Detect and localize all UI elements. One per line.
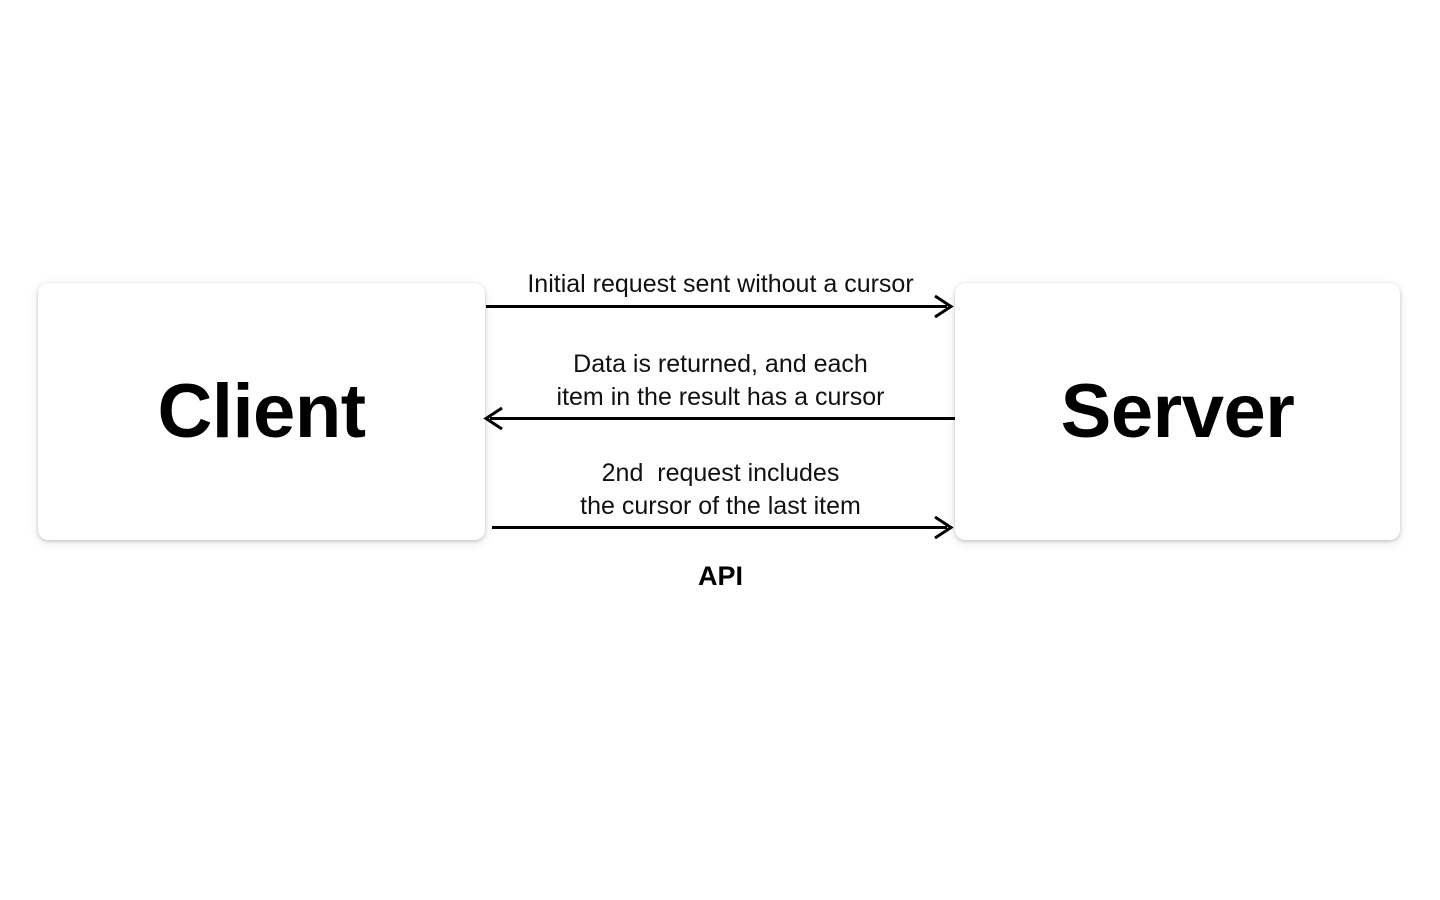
message-label-3-line-2: the cursor of the last item [580,491,861,520]
message-label-1: Initial request sent without a cursor [527,270,914,298]
actor-label-server: Server [1060,368,1295,454]
arrowhead-left-icon [483,406,503,431]
actor-box-client[interactable]: Client [38,283,485,540]
message-arrow-3[interactable] [492,515,954,540]
message-label-3-line-1: 2nd request includes [601,459,840,487]
message-arrow-1[interactable] [486,294,954,319]
message-label-2: Data is returned, and each item in the re… [486,348,955,413]
diagram-caption-api: API [697,561,743,591]
actor-box-server[interactable]: Server [955,283,1400,540]
message-label-3: 2nd request includes the cursor of the la… [486,457,955,522]
message-label-2-line-1: Data is returned, and each [573,350,868,378]
actor-label-client: Client [157,368,366,454]
message-label-2-line-2: item in the result has a cursor [556,382,885,411]
arrowhead-right-icon [934,515,954,540]
message-arrow-2[interactable] [483,406,955,431]
arrowhead-right-icon [934,294,954,319]
